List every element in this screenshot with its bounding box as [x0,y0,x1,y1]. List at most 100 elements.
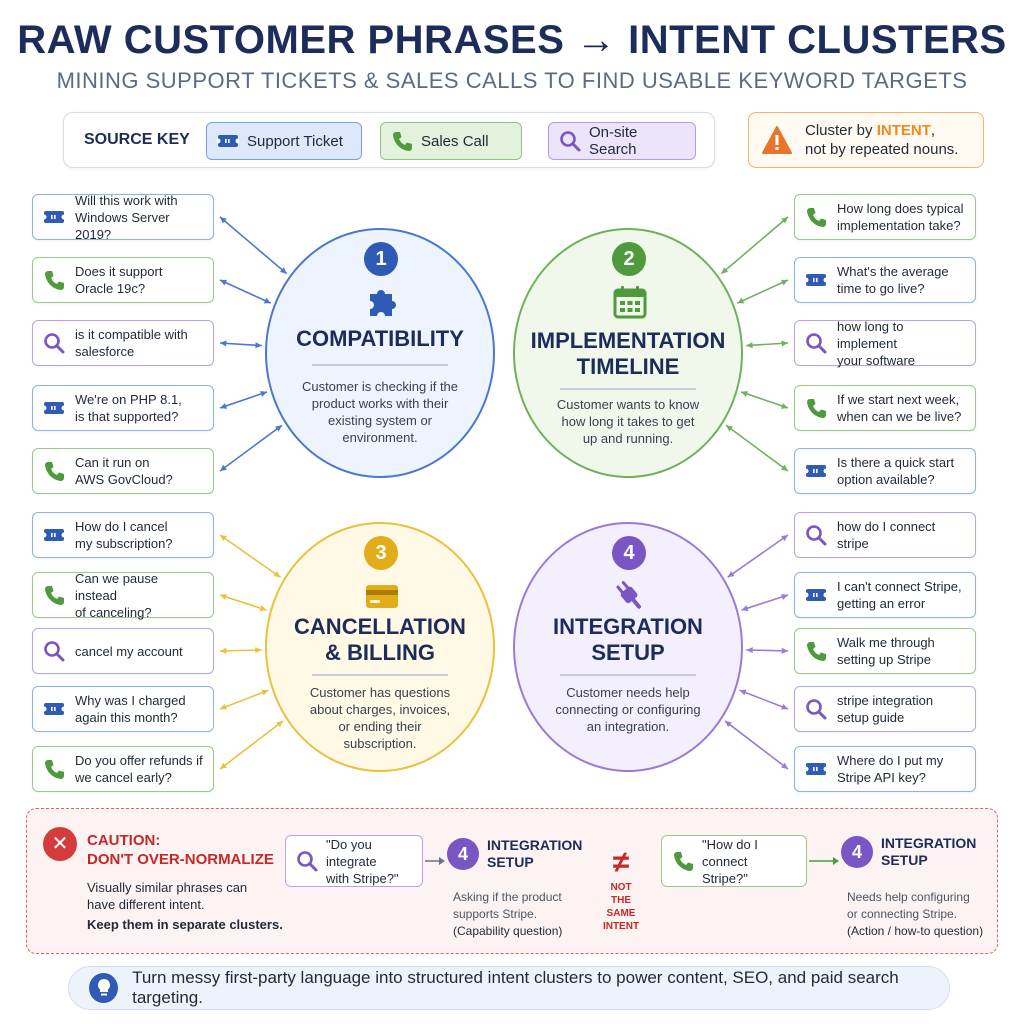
caution-body-line2: have different intent. [87,897,205,912]
caution-arrows [425,857,839,865]
search-icon [805,698,827,720]
example-note: Needs help configuring or connecting Str… [847,890,984,938]
connector-line [219,342,262,347]
phrase-text: We're on PHP 8.1,is that supported? [75,392,182,424]
search-icon [43,332,65,354]
arrow-head [740,390,748,397]
cluster-number: 1 [364,242,398,276]
cluster-title-line1: IMPLEMENTATION [530,328,726,353]
ticket-icon [805,269,827,291]
arrow-head [781,340,788,347]
cluster-implementation-timeline: 2 IMPLEMENTATION TIMELINE Customer wants… [513,228,743,478]
desc-line: Customer needs help [566,685,690,700]
connector-line [219,594,267,611]
arrow-head [220,279,227,286]
warning-icon [761,125,793,155]
cluster-title-line2: & BILLING [325,640,435,665]
desc-line: how long it takes to get [561,414,695,429]
arrow-head [220,217,227,224]
connector-line [219,649,262,652]
cluster-title: INTEGRATION SETUP [525,614,731,666]
cluster-divider [312,364,448,366]
footer-text: Turn messy first-party language into str… [132,968,899,1007]
cluster-compatibility: 1 COMPATIBILITY Customer is checking if … [265,228,495,478]
arrow-head [260,390,268,397]
phrase-card: If we start next week,when can we be liv… [794,385,976,431]
lightbulb-icon [89,973,119,1003]
connector-line [740,391,789,409]
cluster-integration-setup: 4 INTEGRATION SETUP Customer needs help … [513,522,743,772]
cluster-description: Customer has questions about charges, in… [299,684,461,752]
connector-line [724,720,789,770]
connector-line [725,424,789,472]
arrow-head [737,297,745,304]
arrow-head [273,571,281,578]
plug-icon [610,576,650,616]
phrase-card: We're on PHP 8.1,is that supported? [32,385,214,431]
credit-card-icon [362,576,402,616]
cluster-title: IMPLEMENTATION TIMELINE [525,328,731,380]
connector-line [736,279,789,304]
desc-line: product works with their [311,396,449,411]
arrow-head [255,342,262,349]
cluster-divider [560,388,696,390]
phone-icon [805,640,827,662]
cluster-number: 4 [612,536,646,570]
arrow-head [276,720,284,728]
phrase-card: I can't connect Stripe,getting an error [794,572,976,618]
arrow-head [259,605,267,612]
arrow-head [255,647,262,654]
search-icon [559,130,581,152]
phone-icon [43,758,65,780]
caution-title-line2: DON'T OVER-NORMALIZE [87,851,274,868]
tip-text: Cluster by INTENT, not by repeated nouns… [805,121,958,159]
cluster-title-line1: CANCELLATION [294,614,466,639]
desc-line: about charges, invoices, [309,702,451,717]
connector-line [219,216,288,275]
ticket-icon [43,397,65,419]
desc-line: or ending their [338,719,422,734]
cluster-title-line1: INTEGRATION [553,614,703,639]
cluster-title: CANCELLATION & BILLING [277,614,483,666]
connector-line [219,720,284,770]
tip-line2: not by repeated nouns. [805,141,959,158]
desc-line: Customer has questions [309,685,451,700]
desc-line: an integration. [586,719,670,734]
phone-icon [672,850,694,872]
cluster-number: 2 [612,242,646,276]
ticket-icon [43,524,65,546]
arrow-head [746,342,753,349]
arrow-head [721,267,729,274]
desc-line: subscription. [343,736,417,751]
phone-icon [43,460,65,482]
calendar-icon [610,282,650,322]
page-title: RAW CUSTOMER PHRASES → INTENT CLUSTERS [17,18,1007,62]
ticket-icon [805,758,827,780]
phone-icon [805,397,827,419]
footer-banner: Turn messy first-party language into str… [68,966,950,1010]
cluster-description: Customer needs help connecting or config… [547,684,709,735]
phrase-text: If we start next week,when can we be liv… [837,392,962,424]
arrow-head [220,535,227,542]
